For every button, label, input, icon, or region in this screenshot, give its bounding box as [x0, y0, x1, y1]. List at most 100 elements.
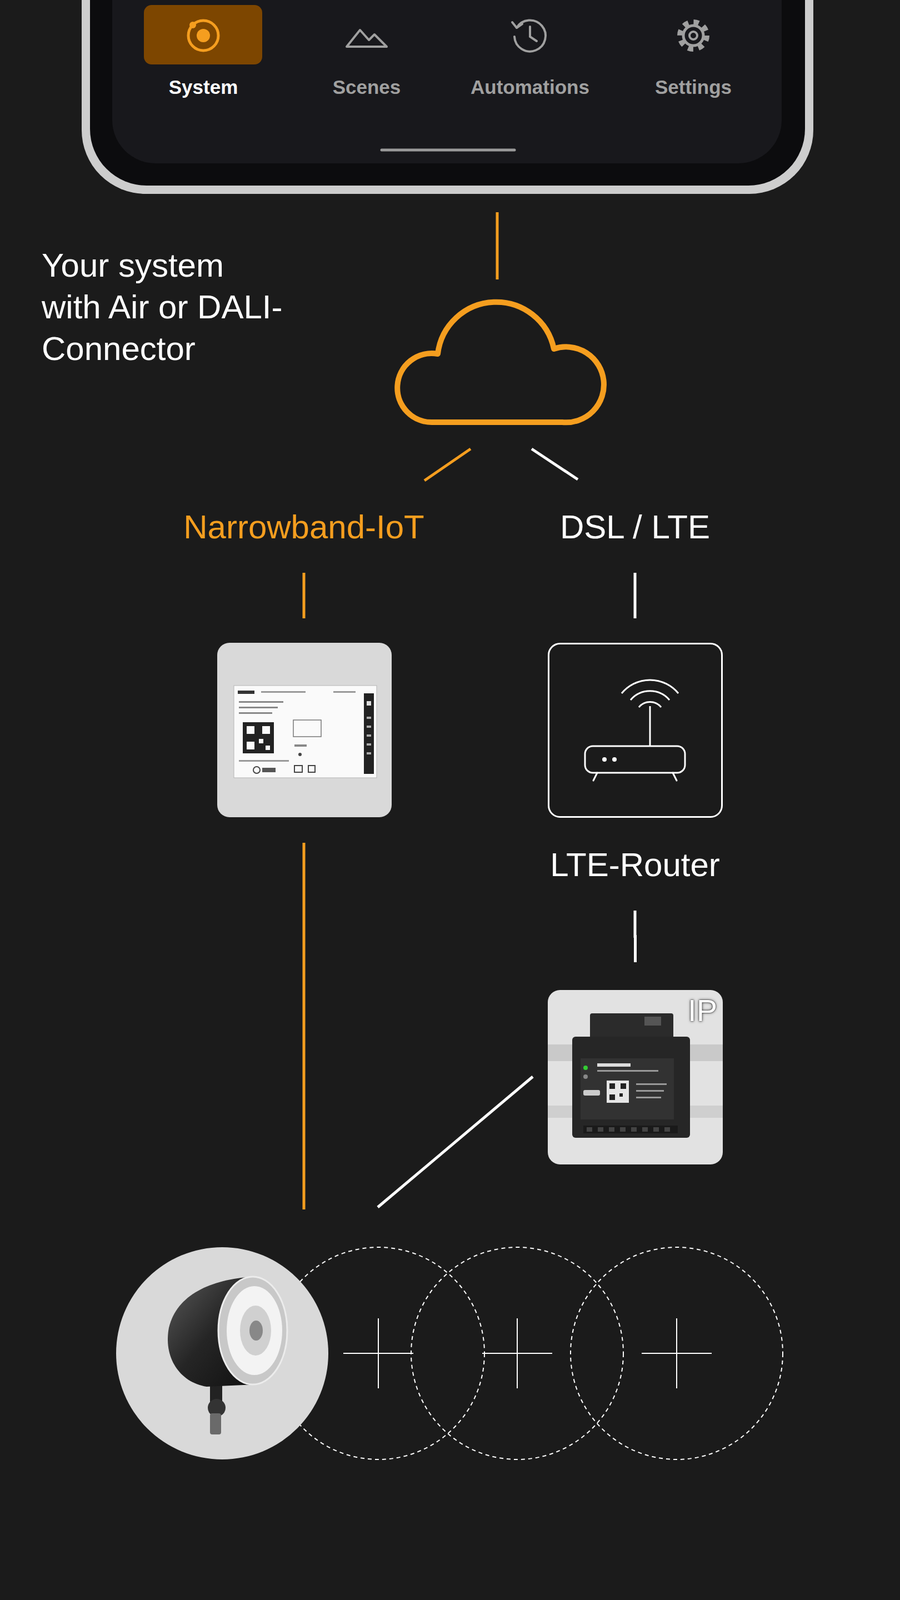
device-body	[572, 1036, 690, 1138]
sticker-dot	[298, 752, 302, 757]
connection-label: Narrowband-IoT	[183, 506, 425, 548]
terminal	[608, 1127, 615, 1132]
wifi-arc	[621, 680, 679, 694]
phone-frame	[81, 0, 814, 194]
device-front	[580, 1058, 674, 1120]
node-text: IP	[687, 993, 718, 1028]
device-led	[583, 1074, 588, 1079]
sticker-symbol	[294, 765, 303, 773]
automations-icon-arrow	[512, 22, 523, 28]
router-line	[633, 572, 637, 619]
sticker-symbol	[253, 766, 260, 774]
device-line	[636, 1096, 662, 1099]
device-qr-cell	[609, 1094, 615, 1100]
tab-highlight	[143, 5, 263, 65]
sticker-line	[261, 691, 306, 693]
luminaire-circle	[116, 1247, 329, 1460]
lamp-led	[249, 1320, 263, 1341]
scenes-icon	[346, 30, 387, 47]
dsl-line	[531, 448, 578, 480]
plus-sign	[343, 1318, 414, 1389]
system-icon	[188, 20, 219, 51]
terminal	[586, 1127, 593, 1132]
qr-code-cell	[262, 726, 270, 734]
strip-mark	[366, 725, 372, 728]
device-terminals	[583, 1125, 678, 1134]
plus-sign	[641, 1318, 712, 1389]
sticker-line	[238, 701, 284, 703]
router-box-outline	[547, 642, 723, 818]
terminal	[653, 1127, 659, 1132]
sticker-table	[293, 720, 322, 737]
sticker-line	[294, 744, 307, 747]
sticker-line	[238, 706, 278, 709]
device-line	[636, 1083, 667, 1085]
device-port	[644, 1016, 662, 1026]
device-qr	[606, 1080, 629, 1103]
device-qr-cell	[609, 1083, 615, 1089]
phone-screen	[112, 0, 782, 164]
nbiot-lamp-line	[302, 842, 306, 1210]
router-body	[585, 746, 685, 773]
sticker-symbol	[262, 767, 276, 773]
tab-label: Automations	[470, 75, 590, 100]
tab-label: Settings	[655, 75, 732, 100]
module-sticker	[233, 685, 377, 778]
router-led	[612, 757, 617, 762]
terminal	[620, 1127, 626, 1132]
automations-icon-hands	[530, 26, 537, 42]
qr-code-cell	[246, 741, 255, 750]
tab-label: System	[168, 75, 239, 100]
terminal	[642, 1127, 648, 1132]
dali-connector-node: IP	[547, 990, 723, 1165]
nbiot-module-box	[217, 642, 392, 818]
settings-icon-teeth	[680, 22, 707, 49]
router-led	[602, 757, 607, 762]
wifi-arc	[638, 702, 662, 708]
qr-code-cell	[246, 726, 255, 734]
strip-mark	[366, 752, 372, 755]
empty-slot	[411, 1247, 624, 1460]
phone-bezel	[90, 0, 805, 186]
terminal	[664, 1127, 670, 1132]
node-text: LTE-Router	[523, 843, 747, 886]
lamp-reflector-inner	[240, 1305, 272, 1356]
sticker-strip	[363, 693, 374, 774]
plus-sign	[482, 1318, 553, 1389]
tab-label: Scenes	[332, 75, 402, 100]
qr-code	[242, 722, 274, 754]
router-leg	[593, 772, 598, 781]
router-leg	[672, 772, 677, 781]
system-icon-dot	[196, 28, 210, 43]
sticker-symbol	[308, 765, 315, 773]
cloud-icon	[397, 302, 604, 423]
strip-mark	[366, 734, 372, 737]
device-led	[583, 1065, 588, 1070]
app-cloud-line	[496, 212, 499, 280]
terminal	[597, 1127, 604, 1132]
qr-code-cell	[258, 738, 264, 744]
nbiot-module-line	[302, 572, 306, 619]
dali-connector-box	[547, 990, 723, 1165]
system-icon-orbit	[189, 21, 197, 29]
dali-lamp-line	[377, 1076, 533, 1208]
wifi-arc	[630, 691, 670, 700]
strip-mark	[366, 716, 372, 719]
connection-label: DSL / LTE	[560, 506, 710, 548]
strip-mark	[366, 743, 372, 746]
lamp-reflector	[226, 1286, 283, 1375]
device-qr-cell	[619, 1093, 623, 1097]
router-antenna	[649, 706, 652, 747]
sticker-line	[333, 691, 356, 693]
device-badge	[583, 1090, 600, 1096]
diagram-title: Your system with Air or DALI-Connector	[41, 244, 288, 370]
device-logo	[597, 1063, 631, 1067]
qr-code-cell	[265, 745, 270, 750]
sticker-line	[238, 712, 273, 714]
sticker-logo	[237, 690, 255, 694]
terminal	[631, 1127, 637, 1132]
device-line	[597, 1070, 659, 1072]
